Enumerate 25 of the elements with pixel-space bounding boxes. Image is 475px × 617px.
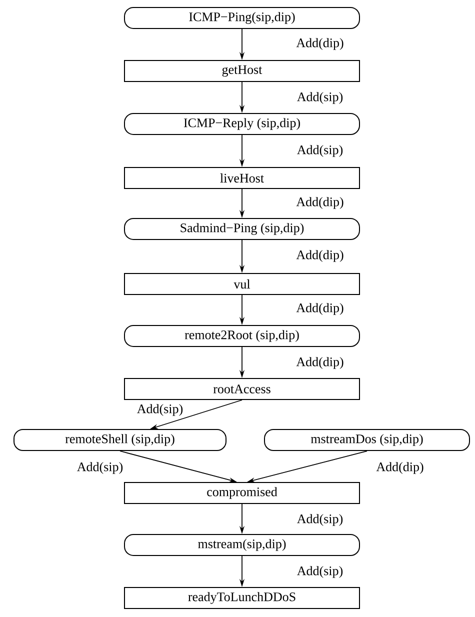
event-box: ICMP−Reply (sip,dip) [124,113,360,135]
edge-label: Add(sip) [296,144,344,158]
state-box: rootAccess [124,378,360,400]
event-box: mstream(sip,dip) [124,534,360,556]
state-box: readyToLunchDDoS [124,587,360,609]
edge-label: Add(dip) [295,356,345,370]
edge-label: Add(sip) [296,91,344,105]
event-box: mstreamDos (sip,dip) [264,429,470,451]
state-box: liveHost [124,167,360,189]
edge-label: Add(sip) [76,461,124,475]
event-box: ICMP−Ping(sip,dip) [124,7,360,29]
state-box: vul [124,273,360,295]
edge-label: Add(sip) [296,565,344,579]
edge-label: Add(dip) [295,37,345,51]
event-box: remote2Root (sip,dip) [124,325,360,347]
state-box: getHost [124,60,360,82]
event-box: remoteShell (sip,dip) [14,429,226,451]
edge-label: Add(dip) [295,249,345,263]
edge-label: Add(dip) [375,461,425,475]
edge-label: Add(dip) [295,196,345,210]
event-box: Sadmind−Ping (sip,dip) [124,218,360,240]
state-box: compromised [124,482,360,504]
edge-label: Add(sip) [136,403,184,417]
edge-label: Add(dip) [295,302,345,316]
edge-label: Add(sip) [296,513,344,527]
